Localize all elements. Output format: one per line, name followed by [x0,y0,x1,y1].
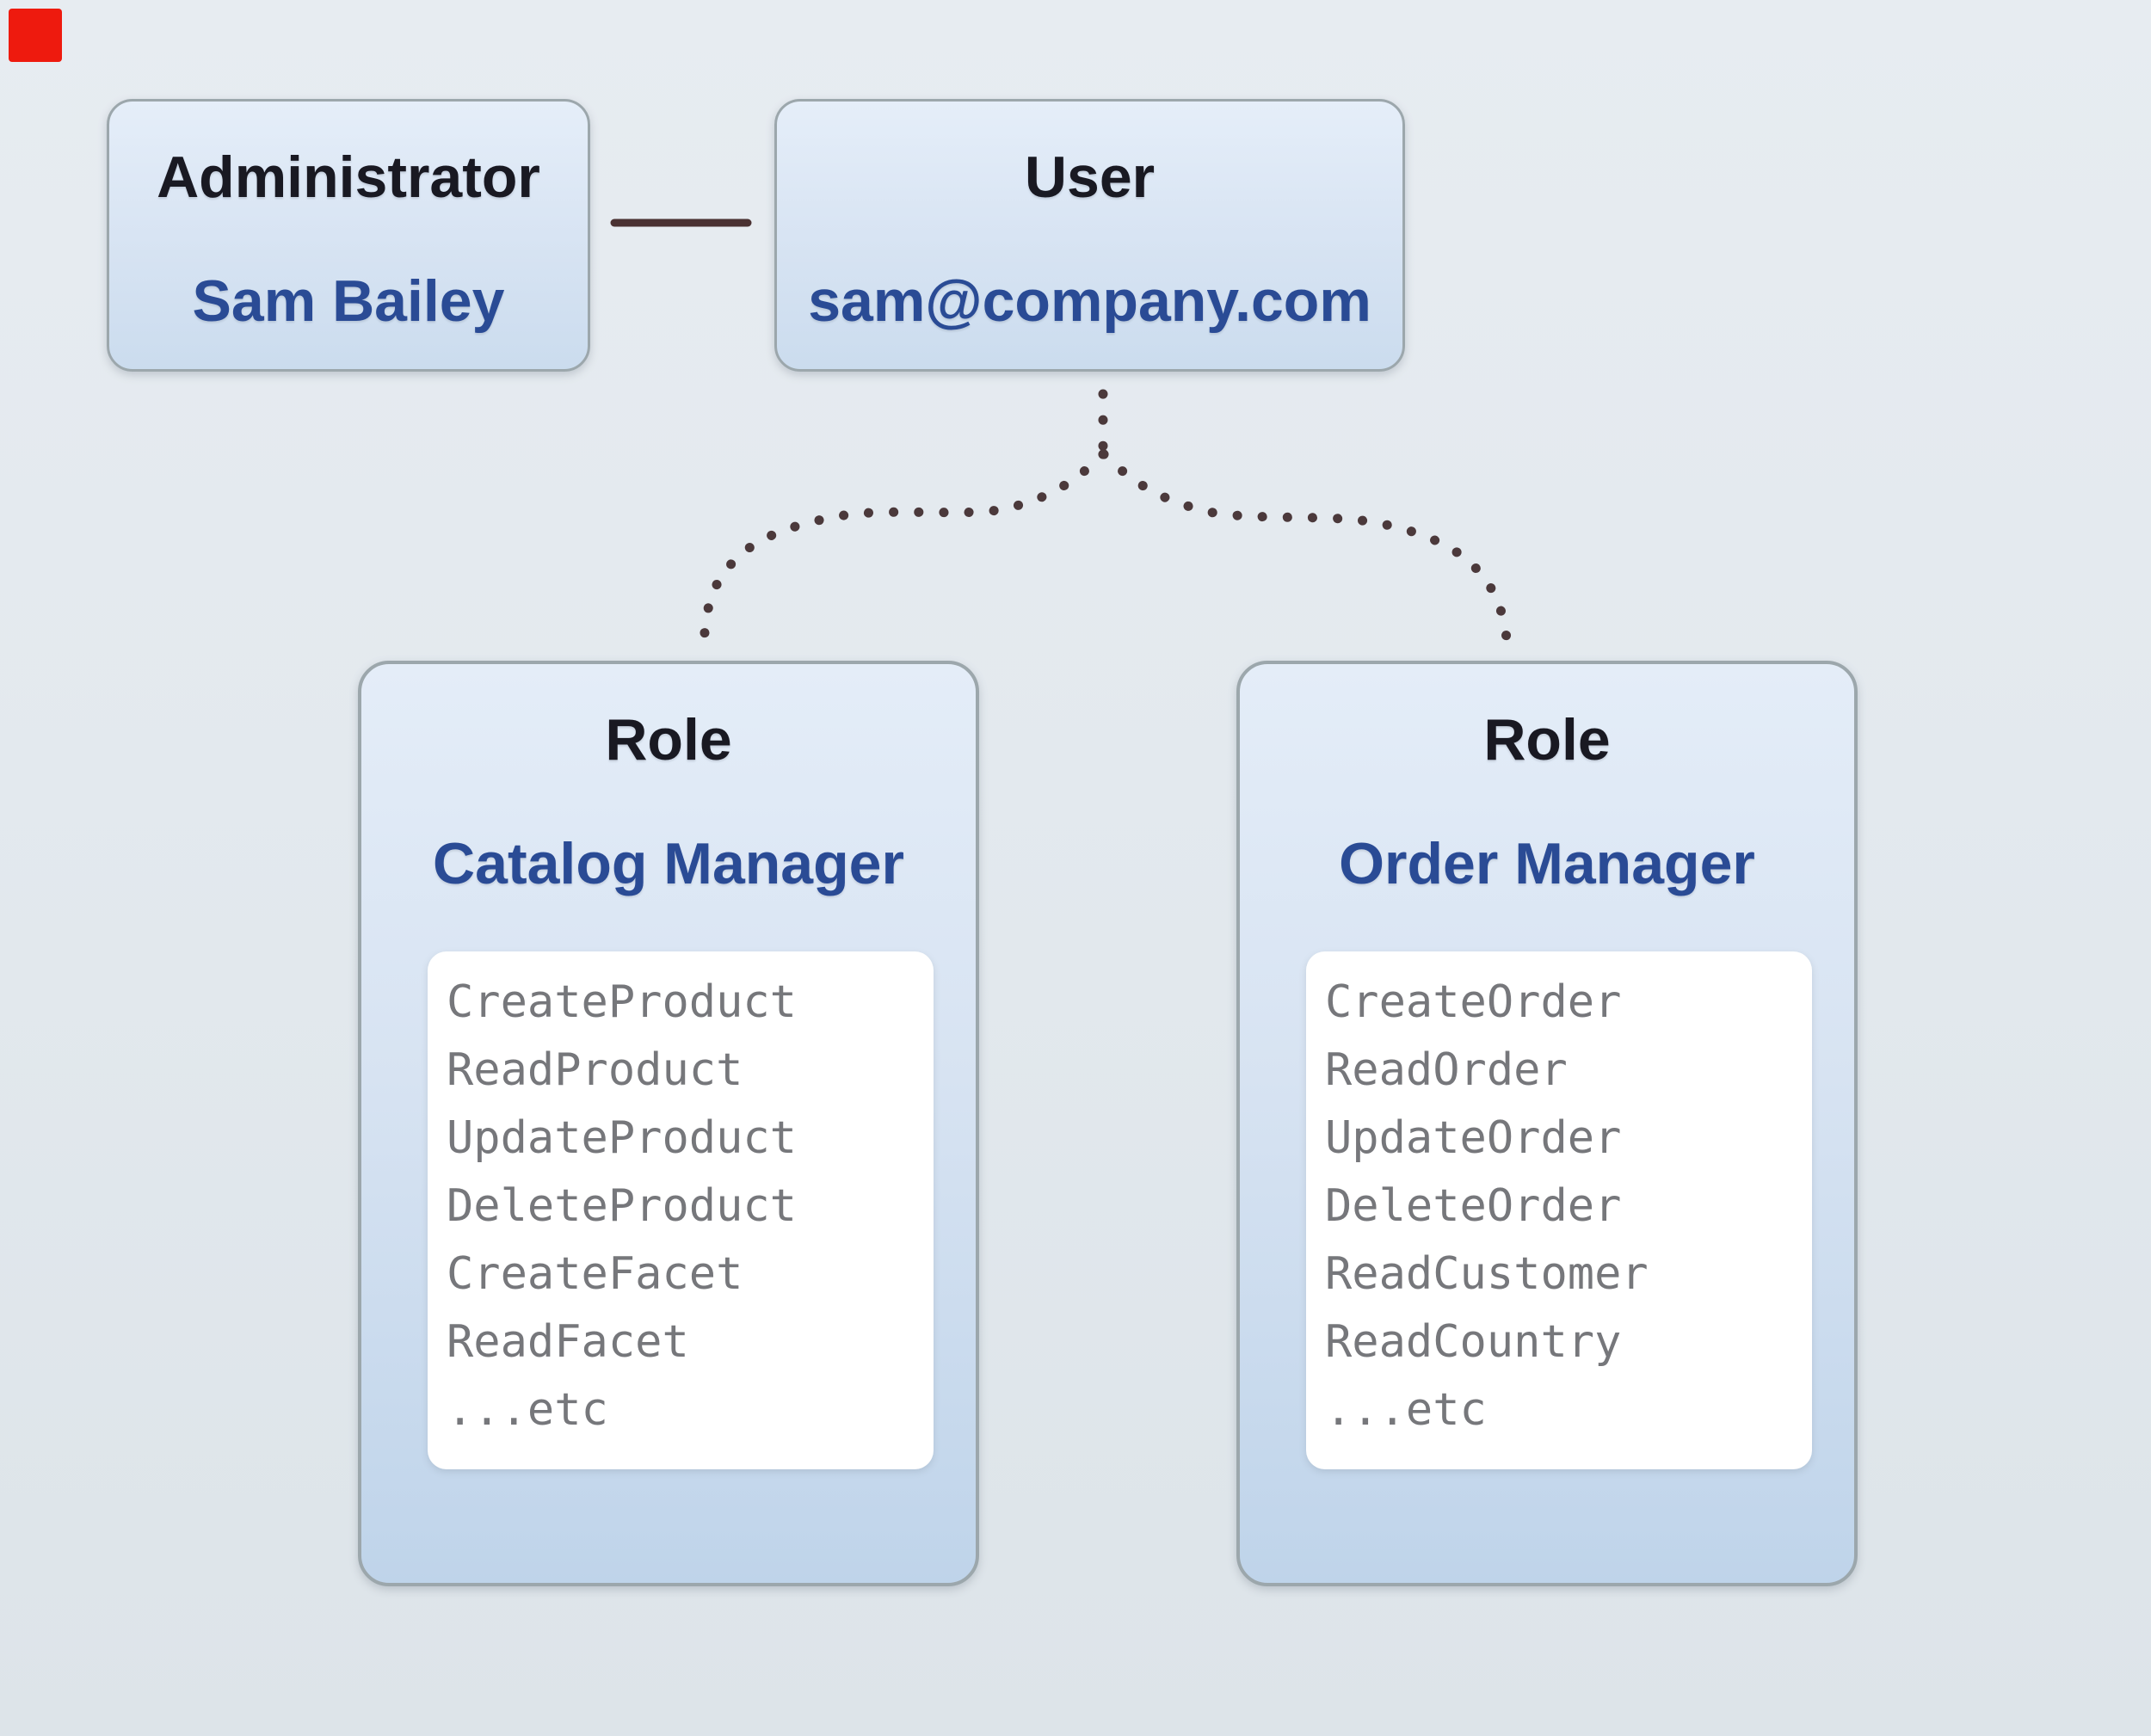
role-box-order-manager: Role Order Manager CreateOrder ReadOrder… [1236,661,1858,1586]
role-name-catalog-manager: Catalog Manager [433,831,904,896]
permission-item: ReadFacet [447,1316,689,1368]
role-box-title: Role [605,707,732,773]
recording-indicator [9,9,62,62]
user-to-order-role-dotted-link [1099,449,1513,652]
permission-item: ReadCountry [1325,1316,1622,1368]
permission-item: CreateFacet [447,1248,743,1300]
administrator-box: Administrator Sam Bailey [107,99,590,372]
user-email: sam@company.com [808,268,1371,334]
role-name-order-manager: Order Manager [1339,831,1755,896]
permission-item: UpdateOrder [1325,1112,1622,1164]
permission-item: ...etc [447,1384,608,1436]
administrator-box-title: Administrator [157,145,540,210]
permission-item: DeleteProduct [447,1180,797,1232]
permission-item: ...etc [1325,1384,1487,1436]
permissions-panel-order: CreateOrder ReadOrder UpdateOrder Delete… [1306,951,1812,1469]
role-box-catalog-manager: Role Catalog Manager CreateProduct ReadP… [358,661,979,1586]
user-box-title: User [1024,145,1156,210]
user-box: User sam@company.com [774,99,1405,372]
administrator-name: Sam Bailey [192,268,505,334]
permission-item: ReadCustomer [1325,1248,1649,1300]
permission-item: CreateOrder [1325,976,1622,1028]
permission-item: DeleteOrder [1325,1180,1622,1232]
permission-item: UpdateProduct [447,1112,797,1164]
permissions-panel-catalog: CreateProduct ReadProduct UpdateProduct … [428,951,934,1469]
permission-item: ReadOrder [1325,1044,1568,1096]
permission-item: CreateProduct [447,976,797,1028]
role-box-title: Role [1483,707,1611,773]
permission-item: ReadProduct [447,1044,743,1096]
user-to-catalog-role-dotted-link [699,449,1108,652]
